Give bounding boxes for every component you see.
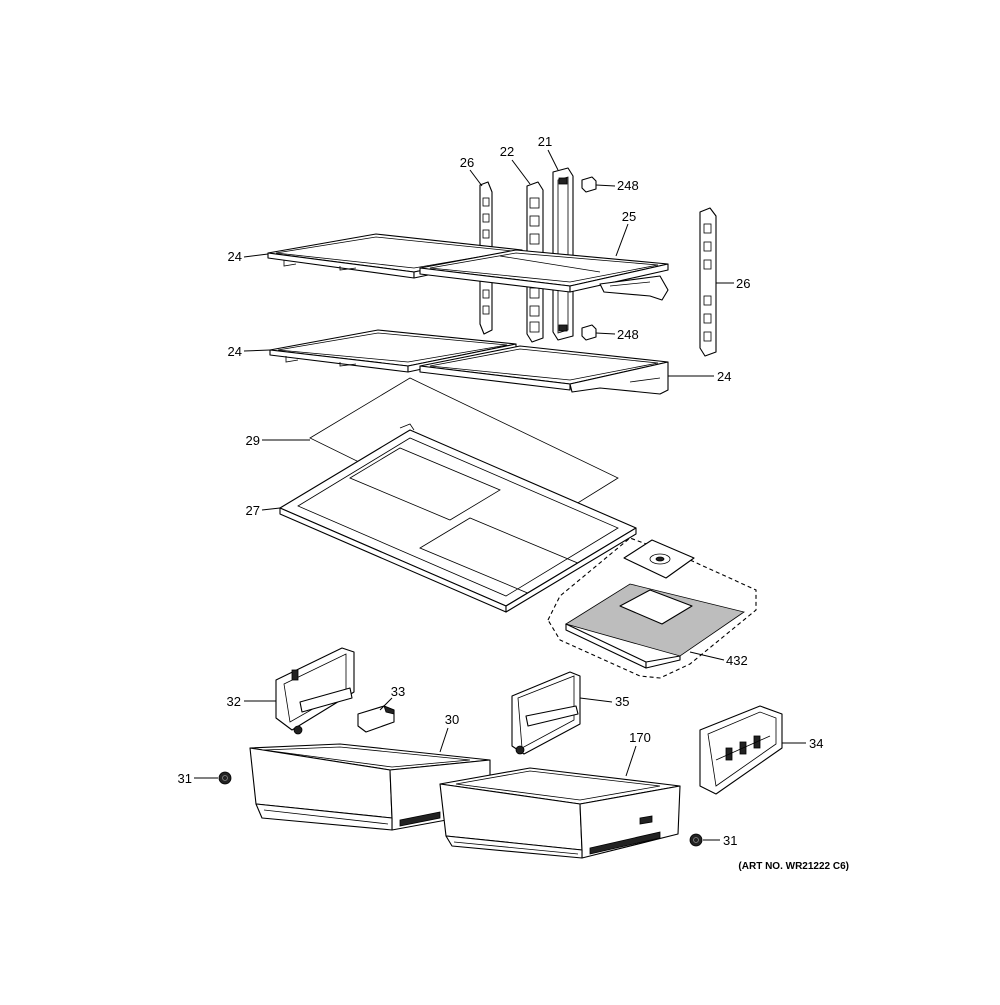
part-31-nut-right bbox=[689, 833, 703, 847]
part-25-upper-right-shelf bbox=[419, 249, 669, 301]
art-number: (ART NO. WR21222 C6) bbox=[738, 861, 849, 872]
callout-32: 32 bbox=[227, 694, 241, 709]
callout-labels: 21 22 26 248 25 24 26 248 24 24 29 27 43… bbox=[178, 134, 824, 848]
leader-lines bbox=[194, 149, 806, 841]
part-432-filter-kit bbox=[547, 537, 757, 679]
callout-21: 21 bbox=[538, 134, 552, 149]
callout-24-mid-right: 24 bbox=[717, 369, 731, 384]
callout-27: 27 bbox=[246, 503, 260, 518]
callout-34: 34 bbox=[809, 736, 823, 751]
callout-31-left: 31 bbox=[178, 771, 192, 786]
part-26-right-rail bbox=[699, 207, 717, 357]
callout-22: 22 bbox=[500, 144, 514, 159]
callout-24-mid-left: 24 bbox=[228, 344, 242, 359]
callout-30: 30 bbox=[445, 712, 459, 727]
part-31-nut-left bbox=[218, 771, 232, 785]
part-170-right-drawer bbox=[439, 767, 681, 859]
callout-31-right: 31 bbox=[723, 833, 737, 848]
callout-248-top: 248 bbox=[617, 178, 639, 193]
callout-29: 29 bbox=[246, 433, 260, 448]
callout-24-top-left: 24 bbox=[228, 249, 242, 264]
callout-248-bottom: 248 bbox=[617, 327, 639, 342]
callout-26-right: 26 bbox=[736, 276, 750, 291]
part-24-lower-right-shelf bbox=[419, 345, 669, 395]
part-34-right-bracket bbox=[699, 705, 783, 795]
part-248-clip-top bbox=[581, 176, 597, 193]
part-35-center-bracket bbox=[511, 671, 581, 755]
callout-432: 432 bbox=[726, 653, 748, 668]
part-24-lower-left-shelf bbox=[269, 329, 517, 373]
part-32-left-bracket bbox=[275, 647, 355, 735]
part-33-small-clip bbox=[357, 705, 395, 733]
callout-170: 170 bbox=[629, 730, 651, 745]
callout-35: 35 bbox=[615, 694, 629, 709]
part-27-crisper-cover bbox=[279, 423, 637, 613]
callout-33: 33 bbox=[391, 684, 405, 699]
callout-26-left: 26 bbox=[460, 155, 474, 170]
callout-25: 25 bbox=[622, 209, 636, 224]
part-248-clip-bottom bbox=[581, 324, 597, 341]
